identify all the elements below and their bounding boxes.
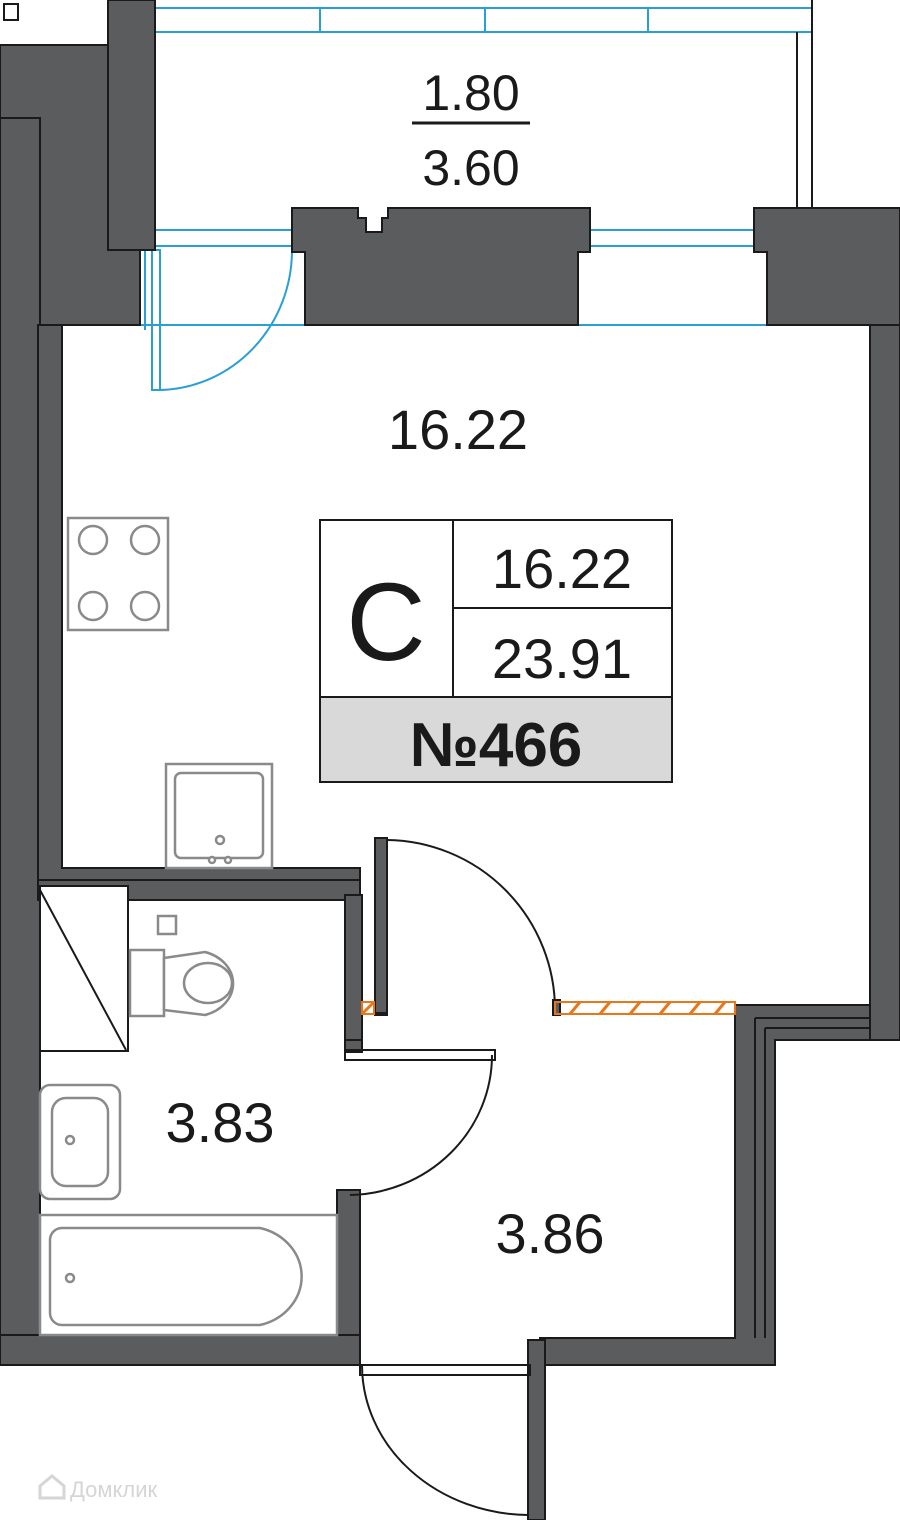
washbasin-icon <box>38 1083 122 1201</box>
watermark: Домклик <box>38 1474 158 1502</box>
apartment-type-letter: С <box>346 561 425 684</box>
bathroom-area: 3.83 <box>166 1091 275 1154</box>
shaft-icon <box>39 885 129 1052</box>
hallway-area: 3.86 <box>496 1202 605 1265</box>
apartment-info-box: С 16.22 23.91 №466 <box>319 519 673 783</box>
house-logo-icon <box>38 1474 66 1500</box>
living-area-value: 16.22 <box>492 537 632 600</box>
watermark-text: Домклик <box>70 1477 158 1502</box>
apartment-number: №466 <box>410 711 583 780</box>
balcony-full-area: 3.60 <box>422 140 519 196</box>
thresholds <box>360 1000 736 1016</box>
balcony-area: 1.80 <box>422 65 519 121</box>
stove-icon <box>66 516 170 632</box>
bathtub-icon <box>38 1213 339 1337</box>
corner-marker <box>3 3 19 21</box>
toilet-icon <box>128 914 235 1018</box>
kitchen-sink-icon <box>164 762 274 870</box>
balcony-area-label: 1.80 3.60 <box>412 65 530 196</box>
doors <box>344 837 556 1516</box>
total-area-value: 23.91 <box>492 627 632 690</box>
main-room-area: 16.22 <box>388 398 528 461</box>
